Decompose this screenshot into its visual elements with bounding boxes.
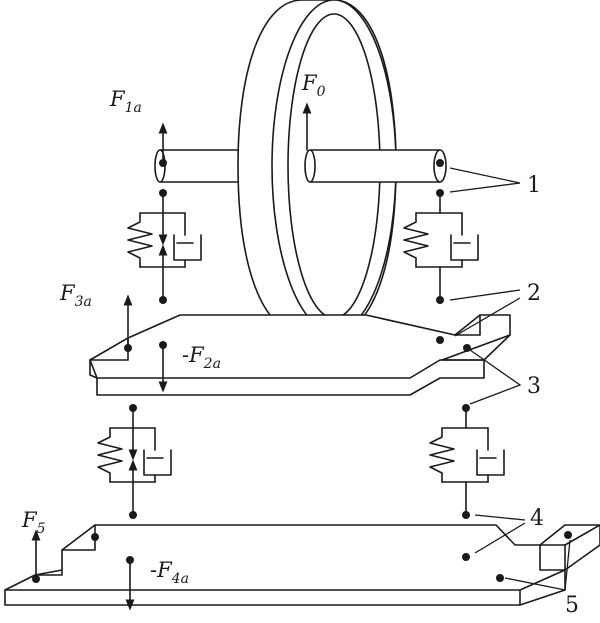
force-f3a: F3a [59, 281, 133, 352]
spring-damper-upper-left [127, 159, 202, 304]
svg-text:F0: F0 [301, 71, 326, 100]
callout-3: 3 [469, 349, 541, 405]
axle-right [304, 149, 447, 183]
slab-plate [4, 524, 600, 606]
force-f4a: -F4a [125, 556, 189, 611]
force-f5: F5 [21, 508, 46, 583]
axle-left [154, 149, 241, 183]
spring-damper-lower-right [429, 404, 505, 519]
callout-2: 2 [449, 281, 541, 337]
callout-5: 5 [504, 539, 579, 618]
force-f0: F0 [301, 71, 326, 151]
svg-text:F1a: F1a [109, 87, 142, 116]
svg-text:2: 2 [527, 281, 541, 306]
callout-1: 1 [449, 167, 541, 198]
svg-text:F3a: F3a [59, 281, 92, 310]
svg-text:-F4a: -F4a [150, 558, 189, 587]
force-f2a: -F2a [158, 341, 221, 393]
sleeper-plate [89, 314, 511, 396]
svg-text:F5: F5 [21, 508, 46, 537]
svg-text:4: 4 [530, 506, 544, 531]
spring-damper-upper-right [403, 159, 479, 304]
wheel [154, 0, 447, 334]
spring-damper-lower-left [97, 404, 172, 519]
force-f1a: F1a [109, 87, 168, 164]
svg-text:1: 1 [527, 173, 541, 198]
svg-text:3: 3 [527, 374, 541, 399]
callout-4: 4 [474, 506, 544, 554]
svg-text:5: 5 [565, 593, 579, 618]
svg-text:-F2a: -F2a [182, 343, 221, 372]
